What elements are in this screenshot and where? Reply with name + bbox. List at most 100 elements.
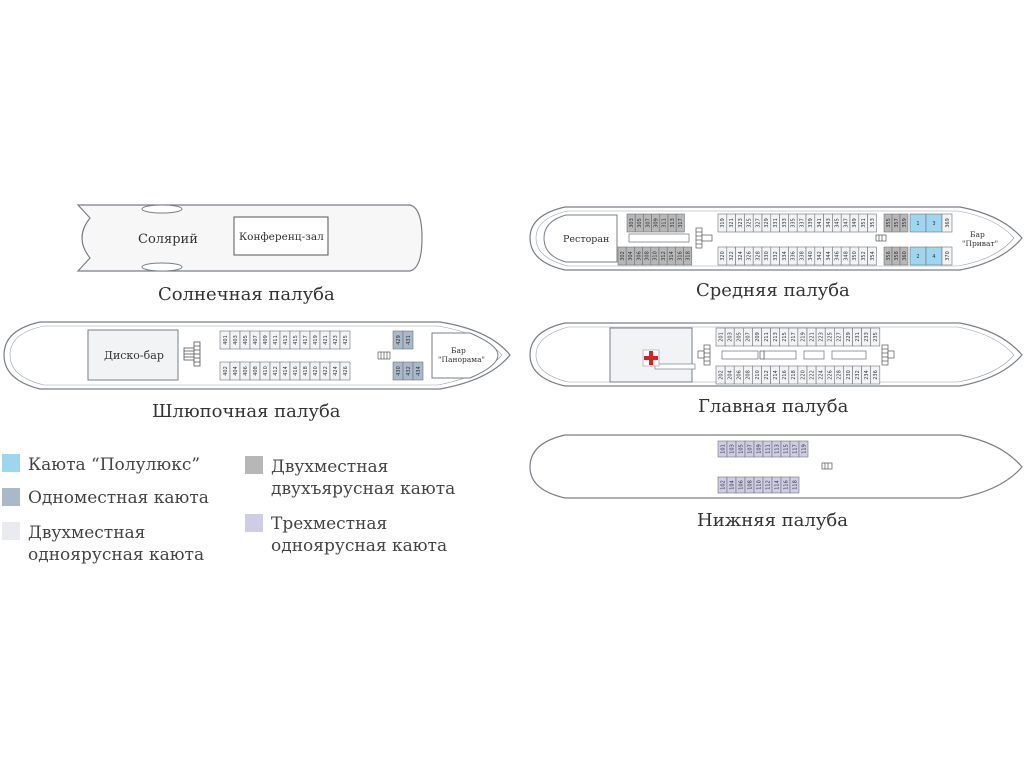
cabin-235[interactable]: 235	[870, 327, 881, 347]
cabin-358[interactable]: 358	[891, 246, 901, 266]
cabin-316[interactable]: 316	[675, 246, 684, 266]
cabin-325[interactable]: 325	[744, 213, 754, 233]
cabin-226[interactable]: 226	[824, 365, 835, 385]
cabin-321[interactable]: 321	[726, 213, 736, 233]
cabin-202[interactable]: 202	[715, 365, 726, 385]
cabin-420[interactable]: 420	[309, 361, 321, 381]
cabin-110[interactable]: 110	[753, 476, 764, 494]
cabin-104[interactable]: 104	[726, 476, 737, 494]
cabin-117[interactable]: 117	[789, 440, 800, 458]
cabin-201[interactable]: 201	[715, 327, 726, 347]
cabin-336[interactable]: 336	[788, 246, 798, 266]
cabin-339[interactable]: 339	[805, 213, 816, 233]
cabin-113[interactable]: 113	[771, 440, 782, 458]
cabin-425[interactable]: 425	[339, 330, 351, 350]
cabin-360[interactable]: 360	[899, 246, 909, 266]
cabin-230[interactable]: 230	[843, 365, 853, 385]
cabin-423[interactable]: 423	[329, 330, 341, 350]
cabin-314[interactable]: 314	[666, 246, 676, 266]
cabin-111[interactable]: 111	[762, 440, 773, 458]
cabin-302[interactable]: 302	[617, 246, 627, 266]
cabin-114[interactable]: 114	[771, 476, 782, 494]
cabin-349[interactable]: 349	[849, 213, 860, 233]
cabin-359[interactable]: 359	[899, 213, 909, 233]
cabin-338[interactable]: 338	[796, 246, 807, 266]
cabin-340[interactable]: 340	[805, 246, 816, 266]
cabin-417[interactable]: 417	[299, 330, 311, 350]
cabin-334[interactable]: 334	[779, 246, 789, 266]
cabin-422[interactable]: 422	[319, 361, 331, 381]
cabin-233[interactable]: 233	[861, 327, 871, 347]
cabin-218[interactable]: 218	[788, 365, 799, 385]
cabin-329[interactable]: 329	[761, 213, 772, 233]
cabin-323[interactable]: 323	[735, 213, 745, 233]
cabin-432[interactable]: 432	[402, 361, 414, 381]
cabin-236[interactable]: 236	[870, 365, 881, 385]
cabin-353[interactable]: 353	[867, 213, 877, 233]
cabin-354[interactable]: 354	[867, 246, 877, 266]
cabin-412[interactable]: 412	[269, 361, 281, 381]
cabin-324[interactable]: 324	[735, 246, 745, 266]
cabin-109[interactable]: 109	[753, 440, 764, 458]
cabin-333[interactable]: 333	[779, 213, 789, 233]
cabin-348[interactable]: 348	[840, 246, 851, 266]
cabin-103[interactable]: 103	[726, 440, 737, 458]
cabin-347[interactable]: 347	[840, 213, 851, 233]
cabin-209[interactable]: 209	[752, 327, 762, 347]
cabin-326[interactable]: 326	[744, 246, 754, 266]
cabin-3[interactable]: 3	[925, 213, 943, 233]
cabin-225[interactable]: 225	[824, 327, 835, 347]
cabin-409[interactable]: 409	[259, 330, 271, 350]
cabin-351[interactable]: 351	[858, 213, 868, 233]
cabin-357[interactable]: 357	[891, 213, 901, 233]
cabin-216[interactable]: 216	[779, 365, 790, 385]
cabin-426[interactable]: 426	[339, 361, 351, 381]
cabin-343[interactable]: 343	[823, 213, 833, 233]
cabin-101[interactable]: 101	[717, 440, 728, 458]
cabin-350[interactable]: 350	[849, 246, 860, 266]
cabin-313[interactable]: 313	[667, 213, 677, 233]
cabin-203[interactable]: 203	[724, 327, 735, 347]
cabin-306[interactable]: 306	[634, 246, 643, 266]
cabin-414[interactable]: 414	[279, 361, 291, 381]
cabin-345[interactable]: 345	[832, 213, 842, 233]
cabin-227[interactable]: 227	[833, 327, 844, 347]
cabin-337[interactable]: 337	[796, 213, 807, 233]
cabin-317[interactable]: 317	[675, 213, 685, 233]
cabin-4[interactable]: 4	[925, 246, 943, 266]
cabin-416[interactable]: 416	[289, 361, 301, 381]
cabin-331[interactable]: 331	[770, 213, 780, 233]
cabin-308[interactable]: 308	[642, 246, 652, 266]
cabin-214[interactable]: 214	[770, 365, 780, 385]
cabin-211[interactable]: 211	[761, 327, 771, 347]
cabin-307[interactable]: 307	[643, 213, 652, 233]
cabin-220[interactable]: 220	[797, 365, 808, 385]
cabin-107[interactable]: 107	[744, 440, 755, 458]
cabin-369[interactable]: 369	[941, 213, 953, 233]
cabin-310[interactable]: 310	[650, 246, 660, 266]
cabin-342[interactable]: 342	[814, 246, 824, 266]
cabin-206[interactable]: 206	[733, 365, 744, 385]
cabin-322[interactable]: 322	[726, 246, 736, 266]
cabin-106[interactable]: 106	[735, 476, 746, 494]
cabin-215[interactable]: 215	[779, 327, 790, 347]
cabin-212[interactable]: 212	[761, 365, 771, 385]
cabin-222[interactable]: 222	[806, 365, 817, 385]
cabin-419[interactable]: 419	[309, 330, 321, 350]
cabin-330[interactable]: 330	[761, 246, 772, 266]
cabin-208[interactable]: 208	[742, 365, 753, 385]
cabin-403[interactable]: 403	[229, 330, 241, 350]
cabin-224[interactable]: 224	[815, 365, 826, 385]
cabin-328[interactable]: 328	[752, 246, 763, 266]
cabin-112[interactable]: 112	[762, 476, 773, 494]
cabin-430[interactable]: 430	[392, 361, 404, 381]
cabin-319[interactable]: 319	[717, 213, 728, 233]
cabin-234[interactable]: 234	[861, 365, 871, 385]
cabin-118[interactable]: 118	[789, 476, 800, 494]
cabin-311[interactable]: 311	[659, 213, 669, 233]
cabin-356[interactable]: 356	[883, 246, 893, 266]
cabin-119[interactable]: 119	[798, 440, 809, 458]
cabin-207[interactable]: 207	[742, 327, 753, 347]
cabin-431[interactable]: 431	[402, 330, 414, 350]
cabin-213[interactable]: 213	[770, 327, 780, 347]
